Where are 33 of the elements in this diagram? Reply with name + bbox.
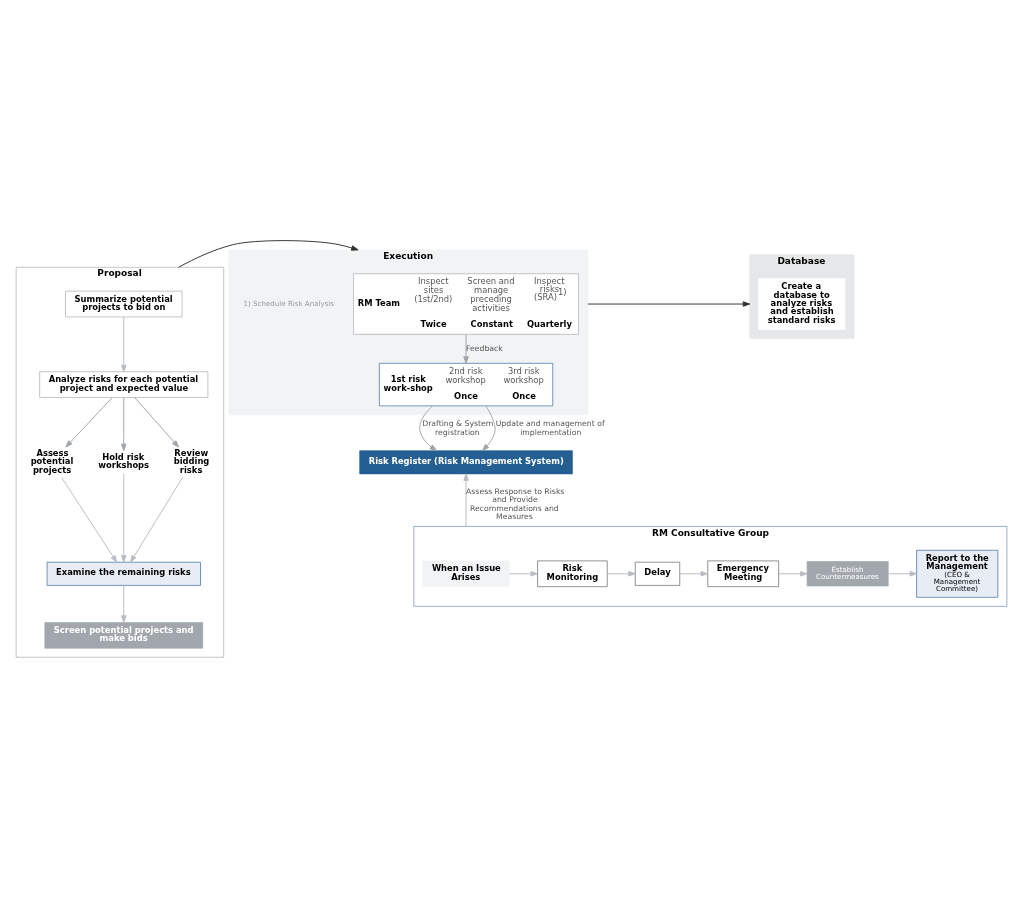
arrow	[121, 473, 127, 563]
arrow	[606, 571, 636, 577]
node-box: Summarize potential projects to bid on	[65, 290, 183, 318]
arrow	[463, 333, 469, 364]
node-text: Assess potential projects	[30, 447, 74, 475]
node-box: 1st risk work-shop 2nd risk workshop 3rd risk workshop Once Once	[379, 363, 554, 407]
arrow	[482, 405, 496, 451]
node-box: Screen potential projects and make bids	[44, 622, 204, 649]
arrow	[134, 397, 179, 448]
arrow	[65, 397, 113, 448]
arrow	[121, 397, 127, 452]
node-box: Examine the remaining risks	[46, 561, 201, 586]
arrow	[887, 571, 918, 577]
node-text: Review bidding risks	[173, 447, 210, 475]
arrow	[508, 571, 538, 577]
node-box: Delay	[634, 561, 681, 586]
arrow	[587, 301, 751, 307]
node-box: Risk Monitoring	[537, 560, 608, 587]
arrow	[121, 316, 127, 373]
node-text: Hold risk workshops	[98, 451, 150, 471]
node-box: Risk Register (Risk Management System)	[359, 450, 573, 475]
arrow	[121, 585, 127, 623]
node-box: When an Issue Arises	[422, 560, 510, 587]
arrow	[178, 240, 359, 268]
arrow	[778, 571, 808, 577]
arrow	[679, 571, 708, 577]
arrow	[419, 405, 437, 452]
node-box: Analyze risks for each potential project and expected value	[39, 371, 209, 398]
node-box: Create a database to analyze risks and establish standard risks	[758, 278, 846, 330]
arrow	[130, 477, 183, 563]
node-box: Emergency Meeting	[707, 560, 779, 587]
arrow	[463, 473, 469, 527]
arrow	[61, 477, 118, 563]
